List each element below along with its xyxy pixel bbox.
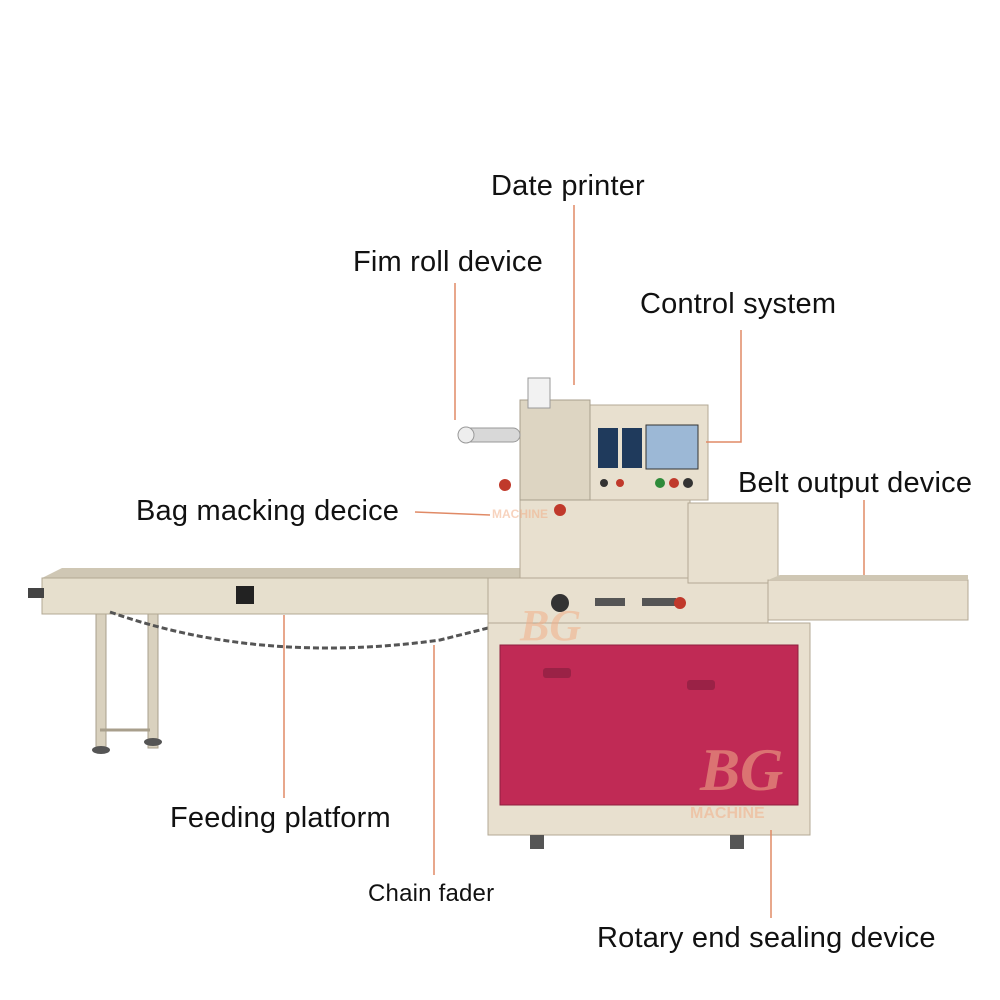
leader-control-system	[706, 330, 742, 443]
label-film-roll-device: Fim roll device	[353, 246, 543, 278]
leader-lines	[283, 205, 865, 918]
chain-fader	[109, 610, 489, 650]
leader-bag-making	[414, 511, 491, 516]
feeding-platform-legs	[92, 597, 162, 754]
watermark-brand-2: BG	[699, 737, 783, 803]
feeding-platform	[28, 568, 541, 615]
machine-cabinet	[487, 622, 811, 849]
label-bag-making-device: Bag macking decice	[136, 495, 400, 527]
label-rotary-end-sealing-device: Rotary end sealing device	[597, 922, 936, 954]
label-belt-output-device: Belt output device	[738, 467, 973, 499]
brand-watermark: BG BG MACHINE MACHINE	[492, 507, 783, 822]
film-roll-device	[457, 377, 591, 516]
belt-output-device	[687, 502, 969, 621]
watermark-subtext-2: MACHINE	[690, 805, 765, 822]
label-chain-fader: Chain fader	[368, 880, 495, 907]
label-feeding-platform: Feeding platform	[170, 802, 391, 834]
label-control-system: Control system	[640, 288, 837, 320]
watermark-subtext-1: MACHINE	[492, 507, 548, 521]
control-system-panel	[589, 404, 709, 501]
machine-main-body	[487, 499, 769, 624]
label-date-printer: Date printer	[491, 170, 645, 202]
watermark-brand-1: BG	[519, 601, 581, 650]
